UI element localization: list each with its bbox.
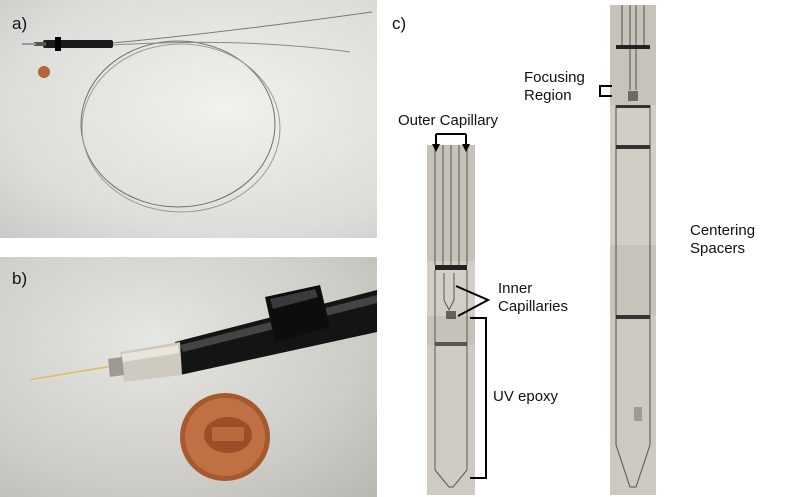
micrograph-strip-2	[610, 5, 656, 495]
centering-spacers-line2: Spacers	[690, 240, 746, 257]
inner-capillaries-line2: Capillaries	[498, 298, 569, 315]
focusing-region-line2: Region	[524, 87, 572, 104]
centering-spacers-label: Centering Spacers	[690, 222, 755, 258]
focusing-region-line1: Focusing	[524, 69, 585, 86]
panel-label-c: c)	[392, 14, 407, 33]
penny-coin	[180, 393, 270, 481]
focusing-region-label: Focusing Region	[524, 69, 585, 105]
photo-panel-b	[0, 257, 377, 497]
inner-capillaries-line1: Inner	[498, 280, 533, 297]
coiled-capillary-wire	[80, 11, 373, 213]
photo-panel-a	[0, 0, 377, 238]
uv-epoxy-label: UV epoxy	[493, 388, 559, 405]
black-tubing	[175, 285, 377, 375]
nut-fitting	[108, 342, 182, 382]
inner-capillaries-label: Inner Capillaries	[498, 280, 568, 316]
outer-capillary-label: Outer Capillary	[398, 112, 499, 129]
panel-label-b: b)	[12, 269, 28, 288]
micrograph-strip-1	[427, 145, 475, 495]
black-handle	[22, 37, 113, 51]
centering-spacers-line1: Centering	[690, 222, 756, 239]
penny-coin	[38, 66, 50, 78]
capillary-tip	[29, 366, 109, 381]
panel-label-a: a)	[12, 14, 28, 33]
